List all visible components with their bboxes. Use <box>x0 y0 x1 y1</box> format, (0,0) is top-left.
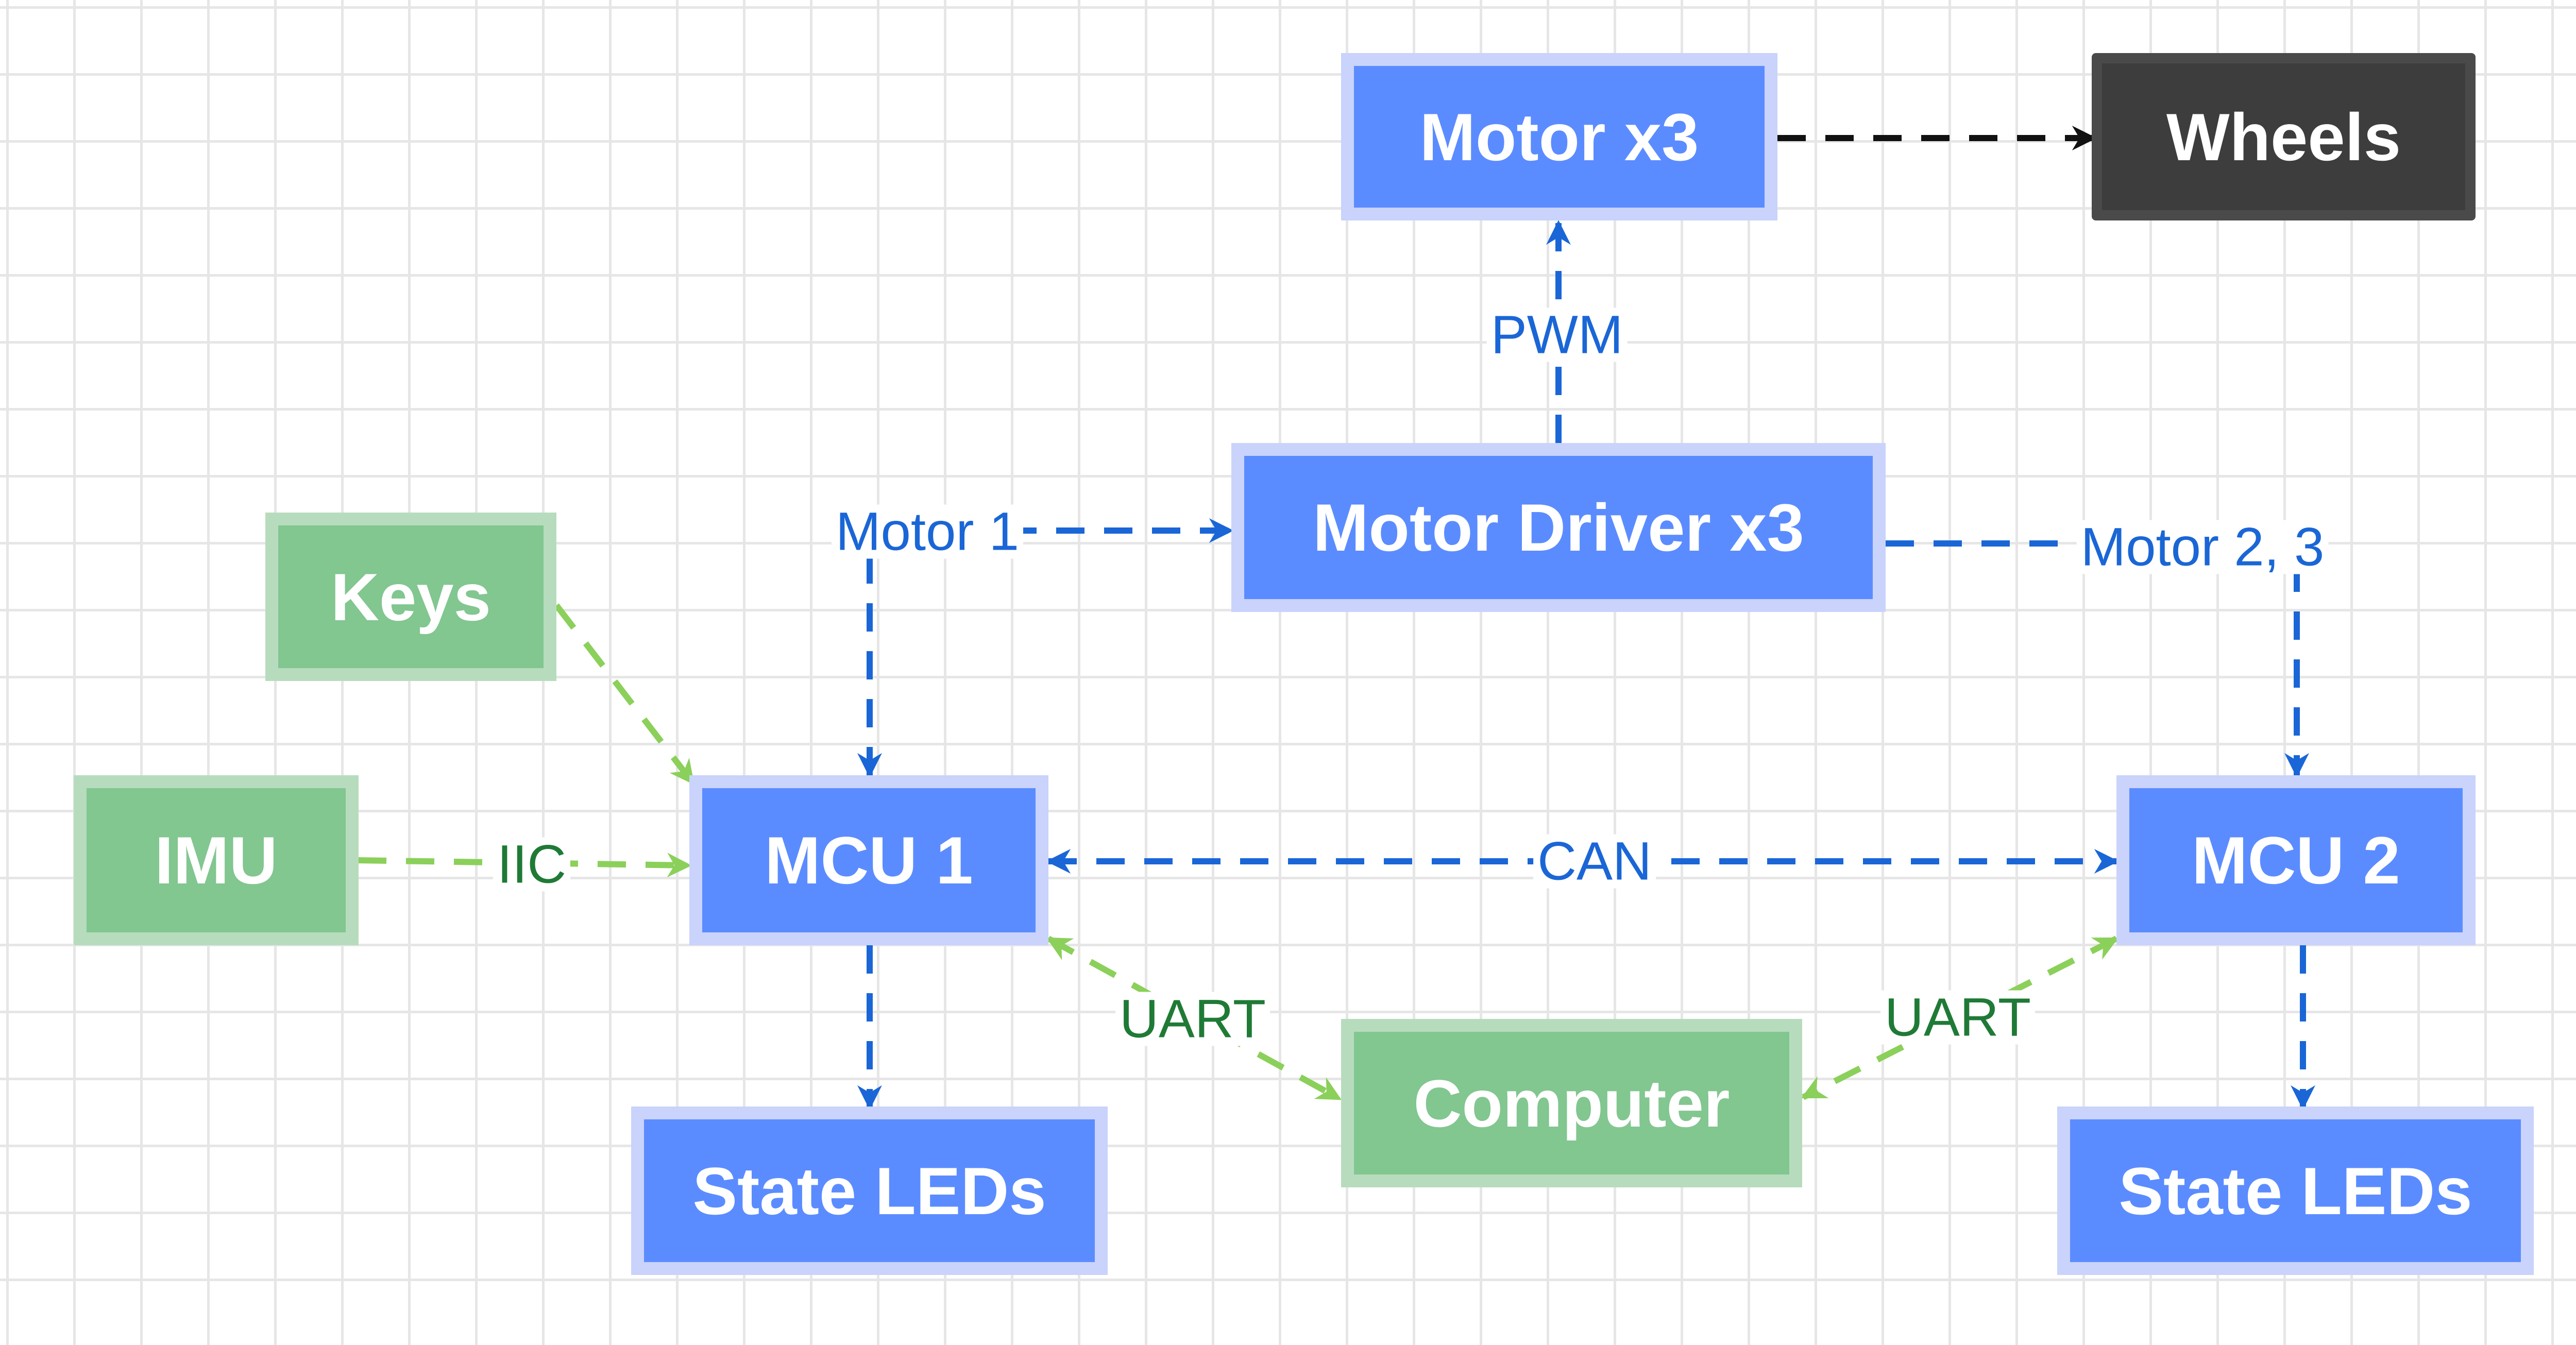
keys-node: Keys <box>265 513 556 681</box>
state-leds-2-node: State LEDs <box>2057 1106 2534 1275</box>
mcu2-node: MCU 2 <box>2116 775 2476 945</box>
edge-label-pwm: PWM <box>1486 308 1628 362</box>
edge-label-uart-right: UART <box>1880 990 2035 1045</box>
edge-label-motor23: Motor 2, 3 <box>2076 520 2329 574</box>
edge-label-uart-left: UART <box>1115 992 1270 1046</box>
state-leds-1-node: State LEDs <box>631 1106 1108 1275</box>
computer-node: Computer <box>1341 1019 1802 1187</box>
edge-motor23 <box>1886 540 2309 778</box>
edge-uart-right <box>1801 935 2119 1100</box>
motor-node: Motor x3 <box>1341 53 1777 220</box>
motor-driver-node: Motor Driver x3 <box>1231 443 1886 612</box>
edge-label-can: CAN <box>1533 834 1656 889</box>
edge-label-motor1: Motor 1 <box>832 504 1023 559</box>
edge-keys-to-mcu1 <box>554 603 696 785</box>
mcu1-node: MCU 1 <box>689 775 1048 945</box>
wheels-node: Wheels <box>2092 53 2476 220</box>
edge-label-iic: IIC <box>493 837 571 892</box>
imu-node: IMU <box>74 775 359 945</box>
edge-motor1 <box>857 518 1234 778</box>
